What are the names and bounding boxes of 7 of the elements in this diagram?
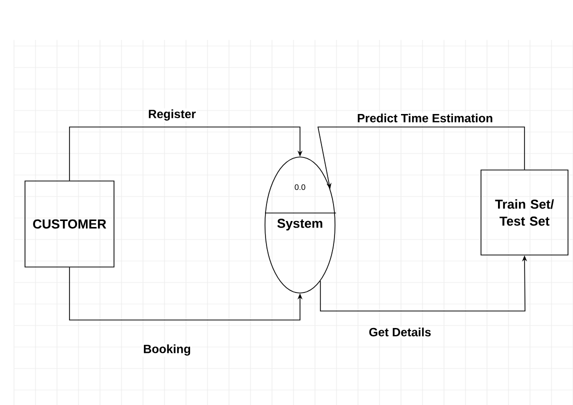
edge-label: Register (147, 108, 197, 122)
entity-box: CUSTOMER (24, 180, 114, 268)
arrow (69, 126, 303, 181)
edge-label: Predict Time Estimation (356, 112, 494, 124)
edge-label: Get Details (368, 326, 432, 338)
edge-label: Booking (142, 343, 192, 357)
entity-box: Train Set/ Test Set (480, 170, 568, 256)
